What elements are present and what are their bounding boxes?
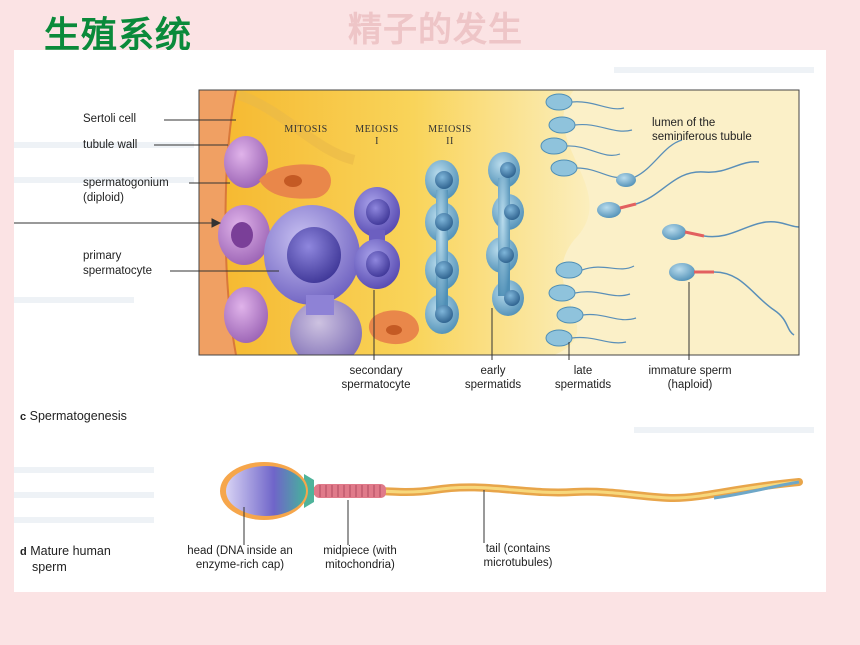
mature-sperm-illustration bbox=[220, 462, 803, 545]
label-immature-sperm: immature sperm (haploid) bbox=[638, 364, 742, 392]
diagram-panel: Sertoli cell tubule wall spermatogonium … bbox=[14, 50, 826, 592]
immature-sperm-group bbox=[597, 139, 799, 336]
spermatogenesis-illustration bbox=[14, 67, 814, 545]
stage-meiosis-i-label: MEIOSIS bbox=[355, 124, 399, 135]
label-late-line1: late bbox=[573, 365, 593, 377]
caption-d-line2: sperm bbox=[32, 560, 67, 574]
stage-mitosis: MITOSIS bbox=[284, 124, 328, 135]
label-primary: primary bbox=[83, 250, 122, 262]
label-midpiece-line1: midpiece (with bbox=[323, 545, 397, 557]
stage-meiosis-ii-numeral: II bbox=[446, 136, 454, 147]
label-spermatogonium-diploid: (diploid) bbox=[83, 192, 124, 204]
label-primary-spermatocyte: spermatocyte bbox=[83, 265, 153, 277]
label-secondary-line1: secondary bbox=[349, 365, 403, 377]
background-faded-text bbox=[14, 67, 814, 523]
label-head-line1: head (DNA inside an bbox=[187, 545, 293, 557]
stage-meiosis-ii-label: MEIOSIS bbox=[428, 124, 472, 135]
label-tail-line2: microtubules) bbox=[483, 557, 553, 569]
label-lumen: lumen of the seminiferous tubule bbox=[652, 116, 752, 144]
caption-d: d Mature human sperm bbox=[20, 544, 111, 575]
label-leader-lines bbox=[14, 119, 690, 360]
caption-d-letter: d bbox=[20, 546, 27, 558]
stage-meiosis-i-numeral: I bbox=[375, 136, 379, 147]
label-sertoli-cell: Sertoli cell bbox=[83, 113, 137, 125]
caption-d-line1: Mature human bbox=[30, 544, 111, 558]
stage-meiosis-ii: MEIOSIS II bbox=[422, 124, 478, 148]
label-head: head (DNA inside an enzyme-rich cap) bbox=[174, 544, 306, 572]
label-spermatogonium: spermatogonium bbox=[83, 177, 169, 189]
caption-c-letter: c bbox=[20, 411, 27, 423]
label-immature-line2: (haploid) bbox=[667, 379, 713, 391]
label-early-line1: early bbox=[480, 365, 506, 377]
label-secondary-spermatocyte: secondary spermatocyte bbox=[334, 364, 418, 392]
label-tail: tail (contains microtubules) bbox=[470, 542, 566, 570]
label-early-spermatids: early spermatids bbox=[458, 364, 528, 392]
label-lumen-line1: lumen of the bbox=[652, 117, 716, 129]
label-tail-line1: tail (contains bbox=[485, 543, 551, 555]
label-midpiece: midpiece (with mitochondria) bbox=[312, 544, 408, 572]
page-subtitle: 精子的发生 bbox=[348, 10, 523, 50]
label-head-line2: enzyme-rich cap) bbox=[195, 559, 285, 571]
caption-c-text: Spermatogenesis bbox=[29, 409, 127, 423]
seminiferous-tubule-section bbox=[199, 90, 799, 355]
label-tubule-wall: tubule wall bbox=[83, 139, 138, 151]
label-early-line2: spermatids bbox=[464, 379, 522, 391]
label-secondary-line2: spermatocyte bbox=[341, 379, 411, 391]
caption-c: c Spermatogenesis bbox=[20, 409, 127, 425]
label-late-line2: spermatids bbox=[554, 379, 612, 391]
stage-meiosis-i: MEIOSIS I bbox=[349, 124, 405, 148]
label-midpiece-line2: mitochondria) bbox=[325, 559, 395, 571]
label-late-spermatids: late spermatids bbox=[548, 364, 618, 392]
page-title: 生殖系统 bbox=[44, 14, 193, 56]
label-immature-line1: immature sperm bbox=[648, 365, 732, 377]
label-lumen-line2: seminiferous tubule bbox=[652, 131, 752, 143]
